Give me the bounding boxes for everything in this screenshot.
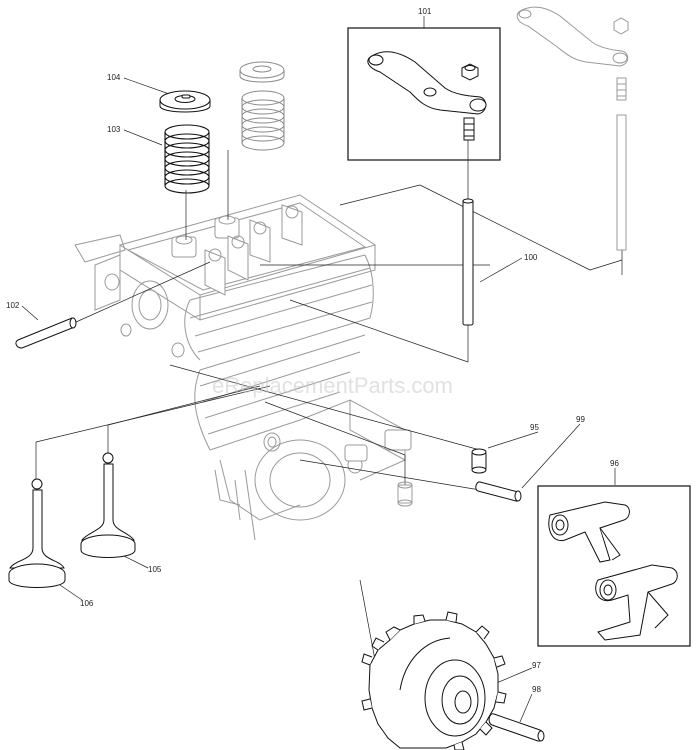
callout-97: 97 <box>532 661 541 670</box>
callout-102: 102 <box>6 301 20 310</box>
cam-gear-97 <box>361 611 507 750</box>
callout-105: 105 <box>148 565 162 574</box>
tappet-levers-96 <box>548 501 678 641</box>
second-valve-spring-ghost <box>239 61 285 151</box>
callout-96: 96 <box>610 459 619 468</box>
shaft-99 <box>475 481 522 502</box>
callout-95: 95 <box>530 423 539 432</box>
callout-labels: 101 104 103 102 100 95 99 96 97 98 105 1… <box>6 7 619 694</box>
cam-pin-98 <box>488 713 545 742</box>
gear-teeth <box>361 611 507 750</box>
callout-106: 106 <box>80 599 94 608</box>
exhaust-valve-106 <box>8 478 66 588</box>
rocker-arm-101 <box>367 51 487 141</box>
intake-valve-105 <box>80 452 136 558</box>
cylinder-head-outline <box>74 194 412 541</box>
callout-100: 100 <box>524 253 538 262</box>
second-rocker-arm-ghost <box>516 6 629 251</box>
alignment-lines <box>21 16 623 723</box>
tappet-lever-detail-box <box>537 485 691 647</box>
rocker-arm-detail-box <box>347 27 501 161</box>
push-rod-100 <box>462 198 474 326</box>
valve-spring-retainer-104 <box>159 90 211 113</box>
tappet-ghost <box>397 481 413 507</box>
callout-99: 99 <box>576 415 585 424</box>
callout-104: 104 <box>107 73 121 82</box>
tappet-95 <box>471 448 487 474</box>
pin-102 <box>15 317 77 349</box>
callout-103: 103 <box>107 125 121 134</box>
valve-spring-103 <box>164 124 210 194</box>
callout-98: 98 <box>532 685 541 694</box>
callout-101: 101 <box>418 7 432 16</box>
watermark-text: eReplacementParts.com <box>212 373 453 398</box>
